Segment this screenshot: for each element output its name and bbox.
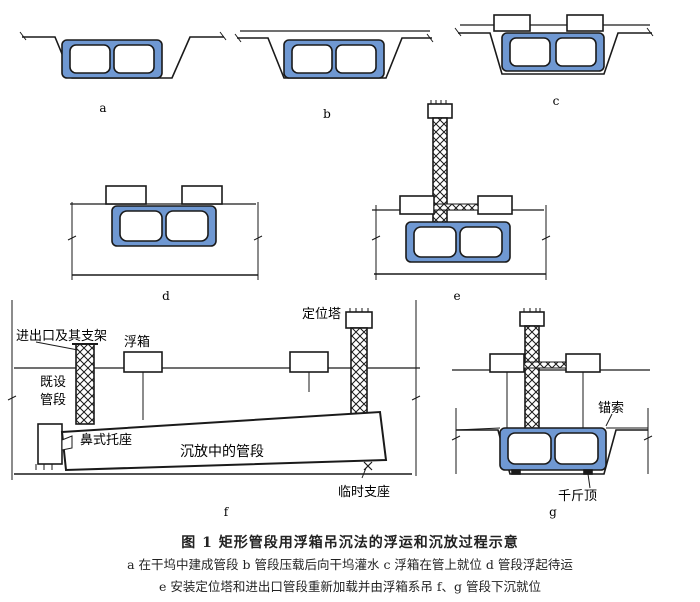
- pontoon: [566, 14, 604, 32]
- pontoon: [289, 351, 329, 373]
- panel-g: [451, 308, 653, 489]
- label-anchor-cable: 锚索: [598, 401, 624, 416]
- positioning-tower: [345, 308, 373, 437]
- pontoon: [565, 353, 601, 373]
- pontoon: [489, 353, 525, 373]
- panel-label-c: c: [553, 94, 560, 108]
- tube-segment: [499, 427, 607, 471]
- panel-label-b: b: [323, 107, 331, 121]
- pontoon: [493, 14, 531, 32]
- pontoon: [181, 185, 223, 205]
- figure-caption-line-1: a 在干坞中建成管段 b 管段压载后向干坞灌水 c 浮箱在管上就位 d 管段浮起…: [127, 557, 573, 572]
- label-sinking-segment: 沉放中的管段: [180, 444, 264, 460]
- anchor-cable: [455, 427, 648, 431]
- entrance-support-tower: [72, 343, 98, 425]
- panel-b: [234, 30, 434, 79]
- figure-caption-title: 图 1 矩形管段用浮箱吊沉法的浮运和沉放过程示意: [181, 535, 519, 551]
- panel-label-e: e: [453, 289, 460, 303]
- pontoon: [399, 195, 435, 215]
- panel-e: [371, 100, 551, 280]
- label-existing-segment-2: 管段: [40, 393, 66, 408]
- label-pontoon: 浮箱: [124, 334, 150, 350]
- label-jack: 千斤顶: [558, 489, 597, 504]
- panel-c: [454, 14, 654, 75]
- tube-segment: [111, 205, 217, 247]
- tube-segment: [61, 39, 163, 79]
- positioning-tower: [427, 100, 453, 225]
- panel-label-a: a: [99, 101, 106, 115]
- jack: [583, 469, 593, 475]
- label-existing-segment-1: 既设: [40, 375, 66, 390]
- label-temp-support: 临时支座: [338, 485, 390, 500]
- label-entrance-support: 进出口及其支架: [16, 329, 107, 344]
- panel-label-f: f: [224, 505, 230, 519]
- tube-segment: [405, 221, 511, 263]
- tube-segment: [501, 32, 605, 72]
- panel-label-g: g: [549, 505, 557, 519]
- pontoon: [477, 195, 513, 215]
- pontoon: [105, 185, 147, 205]
- label-positioning-tower: 定位塔: [302, 307, 341, 322]
- figure-caption-line-2: e 安装定位塔和进出口管段重新加载并由浮箱系吊 f、g 管段下沉就位: [159, 579, 541, 594]
- panel-a: [19, 31, 227, 79]
- pontoon: [123, 351, 163, 373]
- panel-f: [7, 300, 421, 480]
- panel-label-d: d: [162, 289, 170, 303]
- label-nose-support: 鼻式托座: [80, 432, 132, 448]
- existing-segment: [37, 423, 63, 465]
- tube-segment: [283, 39, 385, 79]
- jack: [511, 469, 521, 475]
- sinking-segment: [60, 410, 388, 472]
- panel-d: [67, 185, 263, 280]
